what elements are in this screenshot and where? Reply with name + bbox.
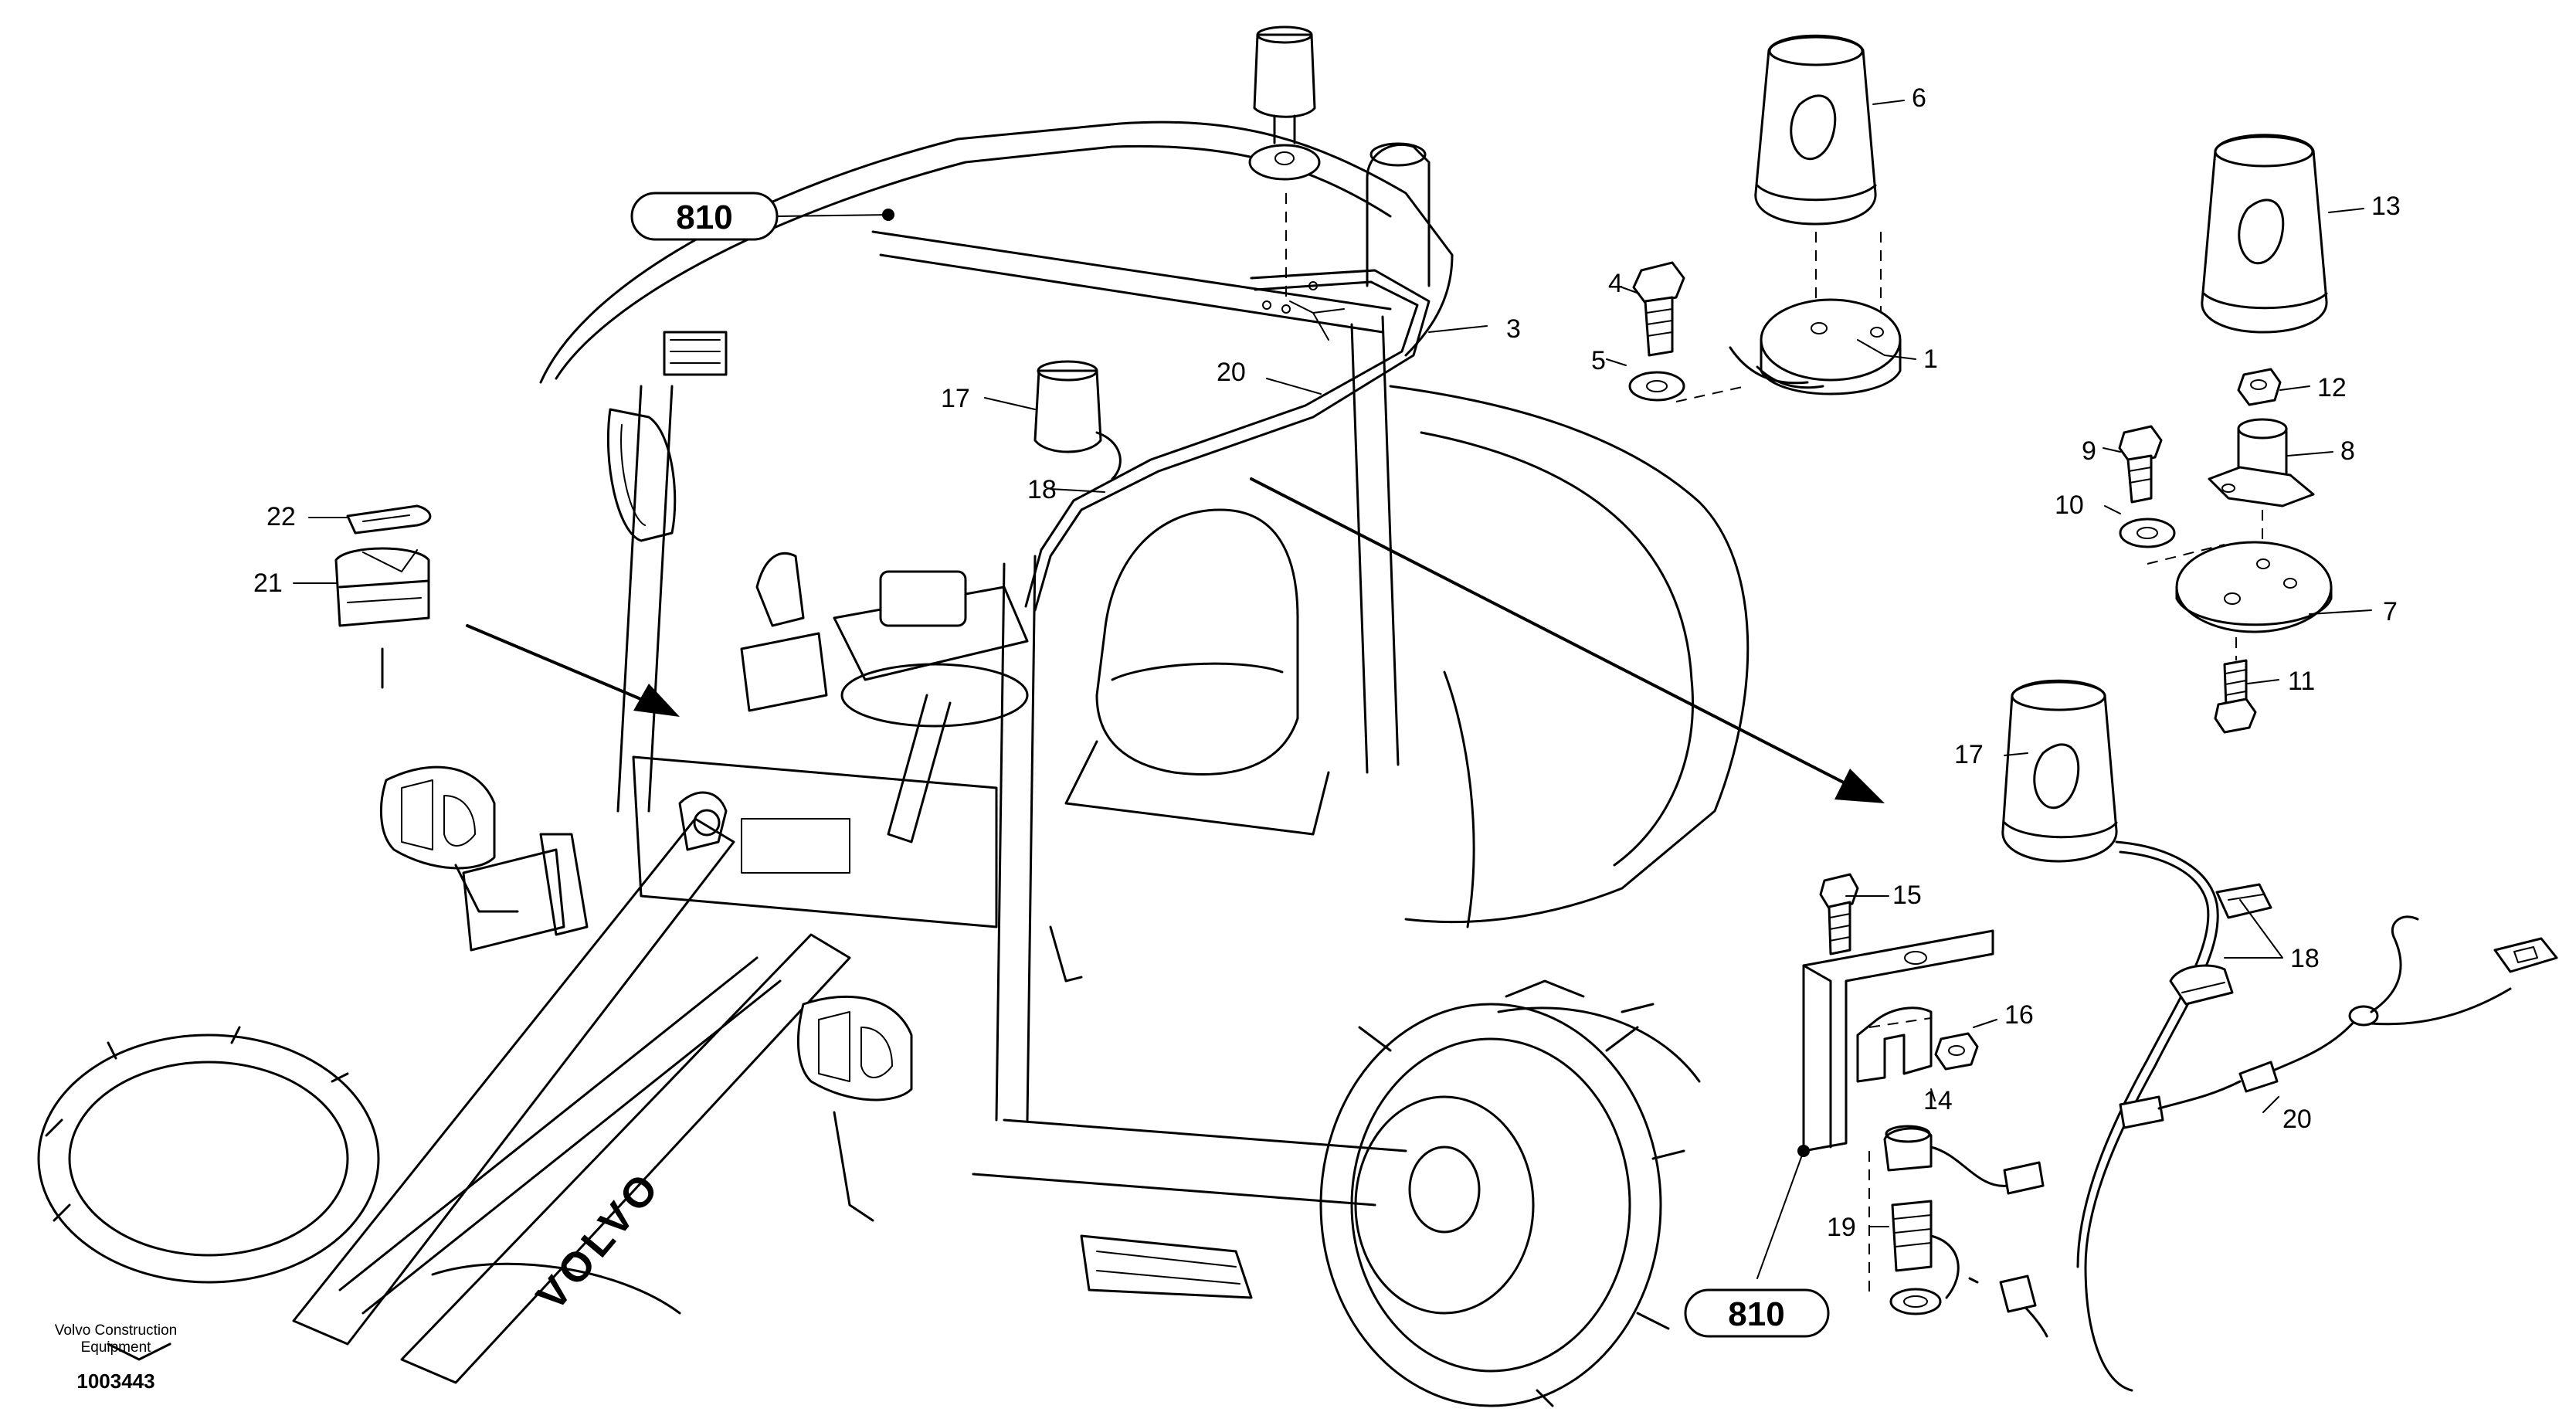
roof-beacon-on-cab <box>1248 25 1321 181</box>
beacon-13 <box>2201 134 2328 334</box>
bolt-9 <box>2118 425 2163 504</box>
callout-1: 1 <box>1923 345 1938 374</box>
callout-18-cab: 18 <box>1027 475 1057 504</box>
bolt-11 <box>2214 637 2257 734</box>
clamp-14 <box>1856 1006 1933 1083</box>
reference-810-bottom: 810 <box>1728 1295 1784 1333</box>
beacon-17-on-cab <box>1033 360 1122 480</box>
callout-3: 3 <box>1506 314 1521 344</box>
rocker-switch-21 <box>334 547 430 689</box>
leader-lines <box>293 100 2372 1279</box>
callout-17-cab: 17 <box>941 384 970 413</box>
clips-18 <box>2169 883 2272 1006</box>
callout-12: 12 <box>2317 373 2347 402</box>
callout-17-detail: 17 <box>1954 740 1984 769</box>
callout-10: 10 <box>2055 490 2084 520</box>
beacon-6 <box>1754 34 1877 226</box>
harness-20 <box>2119 915 2558 1129</box>
callout-14: 14 <box>1923 1086 1953 1115</box>
switch-cover-22 <box>346 504 432 535</box>
nut-12 <box>2237 368 2282 406</box>
callout-16: 16 <box>2004 1000 2034 1030</box>
footer-company-line-2: Equipment <box>81 1339 152 1356</box>
socket-19 <box>1868 1125 2048 1338</box>
arrows <box>466 477 1885 803</box>
beacon-17-detail <box>2001 679 2219 1392</box>
callout-13: 13 <box>2371 192 2401 221</box>
callout-8: 8 <box>2340 436 2355 466</box>
reference-810-top: 810 <box>676 199 732 236</box>
reference-badge-bottom: 810 <box>1684 1288 1830 1338</box>
drawing-number: 1003443 <box>76 1370 154 1393</box>
washer-5 <box>1628 371 1746 402</box>
cab-harness-route <box>1024 193 1431 612</box>
callout-9: 9 <box>2082 436 2096 466</box>
washer-10 <box>2119 518 2225 565</box>
callout-20-cab: 20 <box>1217 358 1246 387</box>
callout-numbers: 1 3 4 5 6 7 8 9 10 11 12 13 14 15 16 17 … <box>253 83 2401 1242</box>
mount-8 <box>2208 418 2315 507</box>
footer-block: Volvo Construction Equipment 1003443 <box>55 1322 177 1393</box>
callout-20-detail: 20 <box>2282 1105 2312 1134</box>
base-plate-7 <box>2175 541 2333 633</box>
callout-15: 15 <box>1892 881 1922 910</box>
footer-company-line-1: Volvo Construction <box>55 1322 177 1339</box>
nut-16 <box>1934 1032 1979 1071</box>
reference-badge-top: 810 <box>630 192 779 241</box>
callout-18-detail: 18 <box>2290 944 2320 973</box>
callout-19: 19 <box>1827 1213 1856 1242</box>
callout-6: 6 <box>1912 83 1926 113</box>
callout-4: 4 <box>1608 269 1623 298</box>
beacon-base-1 <box>1729 298 1902 395</box>
callout-22: 22 <box>266 502 296 531</box>
wheel-loader-illustration: VOLVO <box>37 120 1750 1407</box>
callout-5: 5 <box>1591 346 1606 375</box>
callout-11: 11 <box>2288 667 2315 696</box>
callout-7: 7 <box>2383 597 2398 626</box>
bolt-4 <box>1632 261 1685 357</box>
callout-21: 21 <box>253 569 283 598</box>
